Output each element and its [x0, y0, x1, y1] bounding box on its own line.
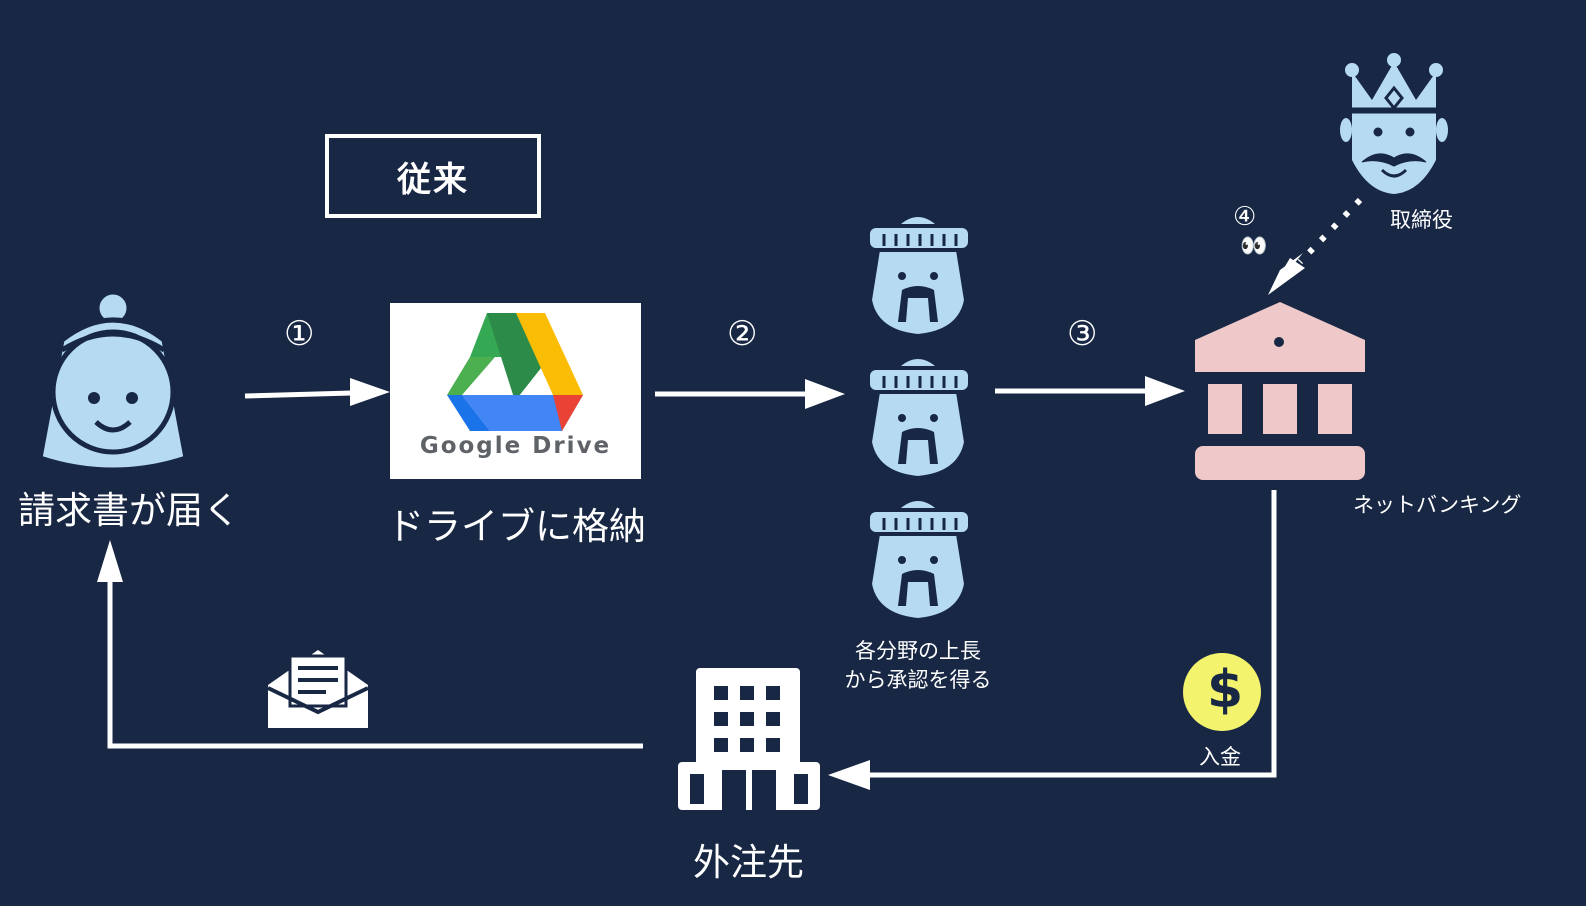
label-payment: 入金	[1199, 745, 1241, 769]
step-3: ③	[1067, 314, 1098, 354]
arrow-1	[244, 378, 390, 406]
dollar-sign: $	[1207, 660, 1244, 720]
manager-icon	[866, 497, 972, 623]
label-net-banking: ネットバンキング	[1353, 493, 1522, 517]
label-approval-line1: 各分野の上長	[855, 639, 981, 663]
arrow-payment	[828, 490, 1277, 790]
label-invoice-arrives: 請求書が届く	[18, 489, 240, 532]
step-2: ②	[727, 314, 758, 354]
person-face	[88, 392, 138, 433]
eyes-icon: 👀	[1240, 234, 1268, 259]
google-drive-icon: Google Drive	[390, 303, 641, 479]
bank-icon	[1195, 302, 1365, 480]
step-1: ①	[284, 314, 315, 354]
label-store-in-drive: ドライブに格納	[387, 505, 646, 548]
step-4: ④	[1233, 202, 1257, 232]
google-drive-label: Google Drive	[419, 433, 612, 459]
person-icon	[37, 289, 189, 473]
arrow-director	[1268, 197, 1363, 295]
arrow-2	[655, 379, 845, 409]
title-box: 従来	[325, 134, 541, 218]
label-director: 取締役	[1390, 208, 1453, 232]
envelope-icon	[267, 650, 369, 728]
manager-icon	[866, 355, 972, 481]
label-contractor: 外注先	[693, 841, 804, 884]
arrow-return	[97, 540, 643, 749]
label-approval-line2: から承認を得る	[844, 668, 992, 692]
label-approval: 各分野の上長 から承認を得る	[828, 637, 1008, 695]
google-drive-logo	[447, 313, 583, 431]
king-icon	[1340, 53, 1448, 194]
title-text: 従来	[397, 159, 469, 200]
arrow-3	[995, 376, 1185, 406]
coin-icon	[1183, 653, 1261, 731]
manager-icon	[866, 213, 972, 339]
building-icon	[678, 668, 820, 810]
